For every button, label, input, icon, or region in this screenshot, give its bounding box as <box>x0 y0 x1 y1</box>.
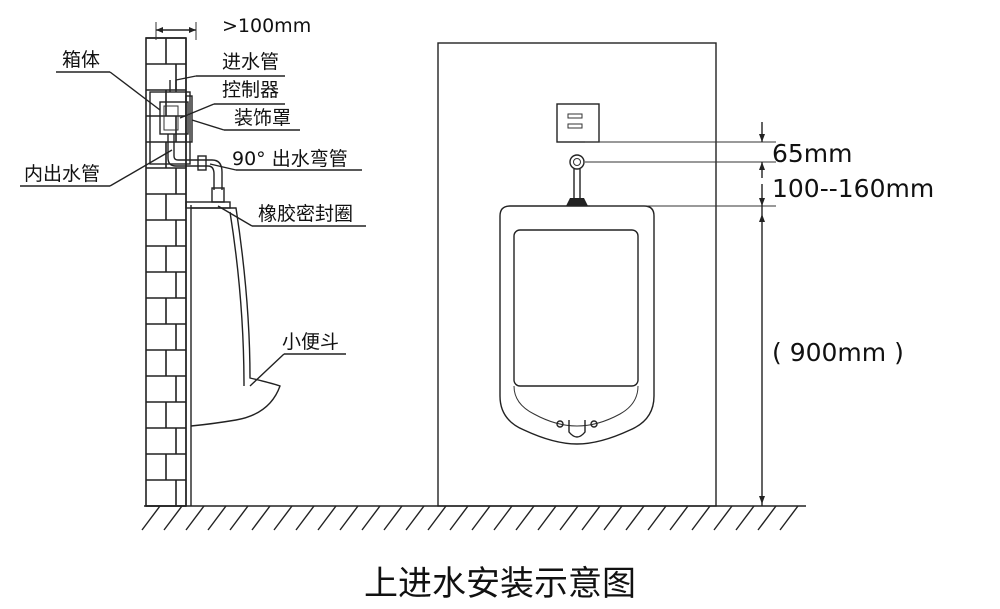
dim-900mm: ( 900mm ) <box>772 338 904 367</box>
dim-65mm: 65mm <box>772 139 853 168</box>
urinal-front <box>499 205 655 445</box>
diagram-caption: 上进水安装示意图 <box>364 564 636 604</box>
in-wall-box <box>149 80 231 209</box>
label-urinal: 小便斗 <box>282 331 339 353</box>
label-controller: 控制器 <box>222 79 279 101</box>
floor <box>141 505 806 531</box>
controller-front <box>556 103 600 143</box>
dim-100-160mm: 100--160mm <box>772 174 934 203</box>
side-view-labels: 箱体 进水管 控制器 装饰罩 内出水管 90° 出水弯管 橡胶密 <box>20 49 366 387</box>
label-inlet-pipe: 进水管 <box>222 51 279 73</box>
label-cover: 装饰罩 <box>234 107 291 129</box>
label-box: 箱体 <box>62 49 100 71</box>
label-elbow: 90° 出水弯管 <box>232 148 348 170</box>
height-dimensions: 65mm 100--160mm ( 900mm ) <box>585 122 934 506</box>
outlet-pipe-front <box>566 154 588 206</box>
label-rubber-seal: 橡胶密封圈 <box>258 203 353 225</box>
brick-wall <box>145 37 192 507</box>
label-inner-outlet-pipe: 内出水管 <box>24 163 100 185</box>
wall-dimension-label: >100mm <box>222 15 311 37</box>
urinal-side-profile <box>190 207 281 427</box>
front-view: 65mm 100--160mm ( 900mm ) <box>437 42 934 507</box>
side-view: >100mm <box>20 15 366 507</box>
wall-thickness-dimension: >100mm <box>155 15 311 40</box>
